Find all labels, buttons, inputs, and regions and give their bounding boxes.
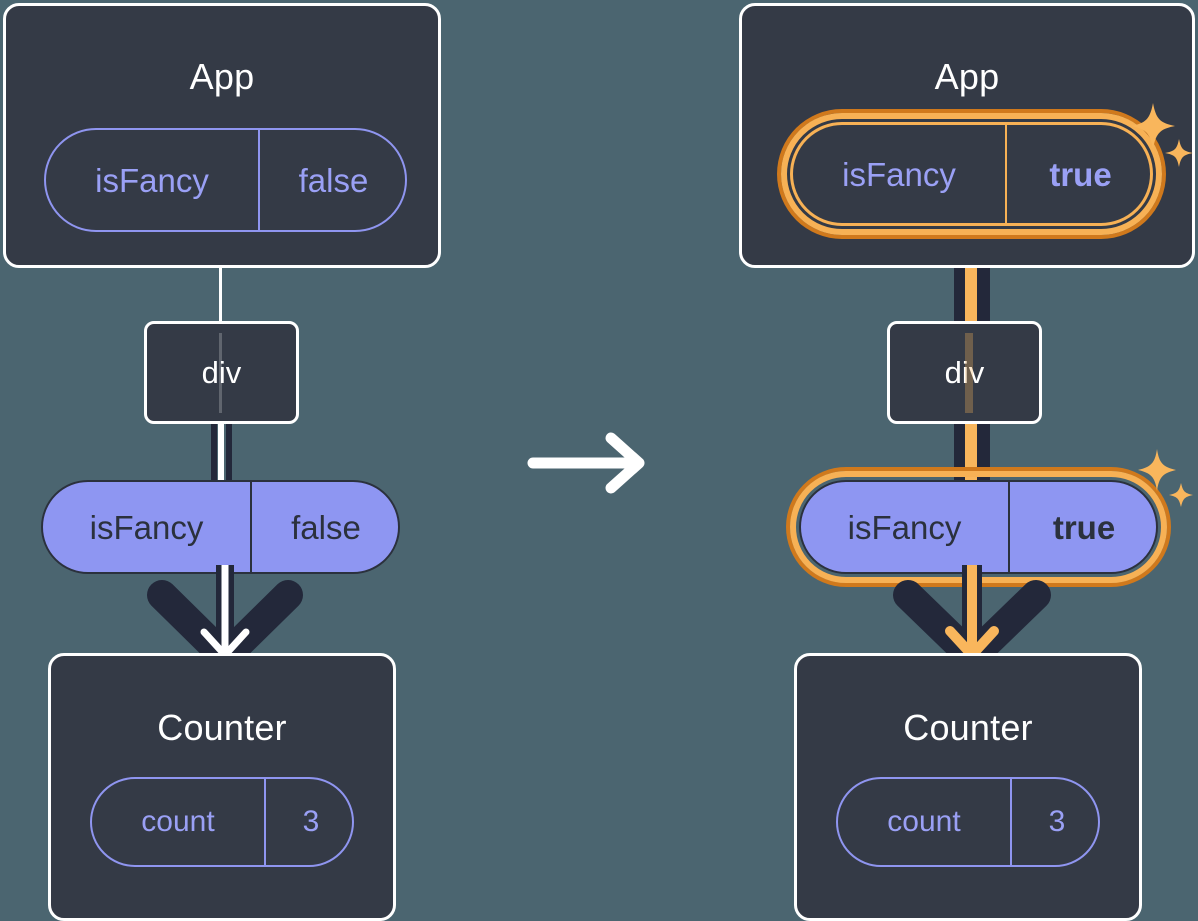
div-box-after: div [887,321,1042,424]
app-state-pill-after: isFancy true [790,122,1153,226]
app-title-after: App [934,56,1000,97]
prop-pill-highlight-after: isFancy true [790,471,1167,583]
div-label-after: div [945,355,985,391]
app-state-value-before: false [258,130,405,230]
app-state-pill-before: isFancy false [44,128,407,232]
prop-pill-before: isFancy false [41,480,400,574]
connector-div-to-prop-orange-after [965,420,977,486]
div-box-before: div [144,321,299,424]
app-title-before: App [189,56,255,97]
app-box-before: App isFancy false [3,3,441,268]
prop-name-before: isFancy [89,508,204,546]
app-state-value-after: true [1005,125,1150,223]
connector-app-to-div [219,265,222,325]
counter-state-value-after: 3 [1010,779,1098,865]
counter-title-after: Counter [903,707,1033,748]
counter-state-pill-before: count 3 [90,777,354,867]
counter-box-after: Counter count 3 [794,653,1142,921]
sparkle-group-app-after [1127,95,1197,185]
prop-name-after: isFancy [847,508,962,546]
before-diagram: App isFancy false div isFancy false [3,3,441,921]
counter-state-name-before: count [141,805,215,838]
connector-through-div-before [219,333,222,413]
counter-state-pill-after: count 3 [836,777,1100,867]
connector-div-to-prop-left [211,420,217,484]
after-diagram: App isFancy true div isFancy [599,0,1198,921]
connector-div-to-prop-dark-right-after [977,420,990,486]
app-state-name-before: isFancy [95,161,209,199]
prop-value-before: false [250,482,398,572]
transition-arrow [527,432,655,494]
connector-div-to-prop-right [226,420,232,484]
prop-pill-after: isFancy true [799,480,1158,574]
counter-box-before: Counter count 3 [48,653,396,921]
connector-through-div-after [965,333,973,413]
app-state-pill-highlight-after: isFancy true [781,113,1162,235]
counter-title-before: Counter [157,707,287,748]
connector-div-to-prop-center [218,420,224,484]
sparkle-group-prop-after [1135,443,1197,523]
counter-state-value-before: 3 [264,779,352,865]
connector-div-to-prop-dark-left-after [954,420,967,486]
prop-value-after: true [1008,482,1156,572]
app-state-name-after: isFancy [842,155,956,193]
counter-state-name-after: count [887,805,961,838]
div-label-before: div [201,354,242,390]
